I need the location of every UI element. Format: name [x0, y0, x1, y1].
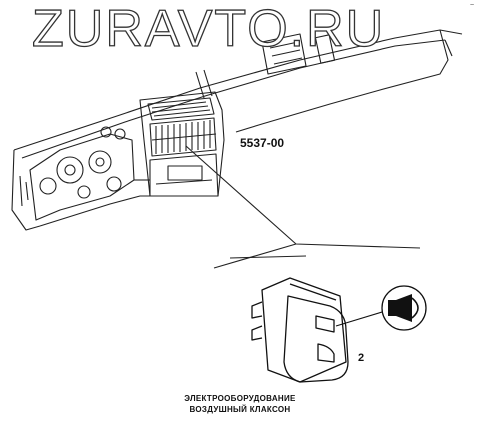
item-number-label: 2: [358, 352, 365, 364]
gauge-2: [88, 150, 112, 174]
gauge-1: [56, 156, 84, 184]
caption-line-1: ЭЛЕКТРООБОРУДОВАНИЕ: [184, 394, 296, 403]
console-lower-module: [149, 153, 219, 197]
switch-lower-window: [317, 343, 335, 363]
part-code-label: 5537-00: [240, 136, 285, 150]
watermark-text: ZURAVTO.RU: [31, 0, 386, 58]
dashboard-second-edge: [21, 39, 446, 159]
center-console: [139, 91, 225, 197]
switch-upper-window: [315, 315, 335, 333]
console-top-panel: [147, 97, 215, 121]
switch-rear-body: [261, 277, 347, 383]
gauge-4: [106, 176, 122, 192]
leader-line-switch: [213, 243, 297, 269]
gauge-3: [39, 177, 57, 195]
console-vent-grille: [149, 117, 217, 157]
air-horn-icon: [335, 285, 427, 331]
switch-face: [283, 295, 349, 383]
caption-line-2: ВОЗДУШНЫЙ КЛАКСОН: [189, 405, 291, 414]
corner-mark: ~: [470, 2, 475, 9]
dashboard-lower-edge: [39, 195, 150, 227]
leader-line-console: [185, 145, 421, 249]
dashboard-right-edge: [235, 29, 449, 133]
vent-right: [314, 34, 336, 64]
horn-switch-drawing: [251, 277, 349, 383]
instrument-cluster: [29, 133, 135, 221]
upper-vent: [261, 33, 307, 75]
diagram-caption: ЭЛЕКТРООБОРУДОВАНИЕ ВОЗДУШНЫЙ КЛАКСОН: [160, 393, 320, 415]
